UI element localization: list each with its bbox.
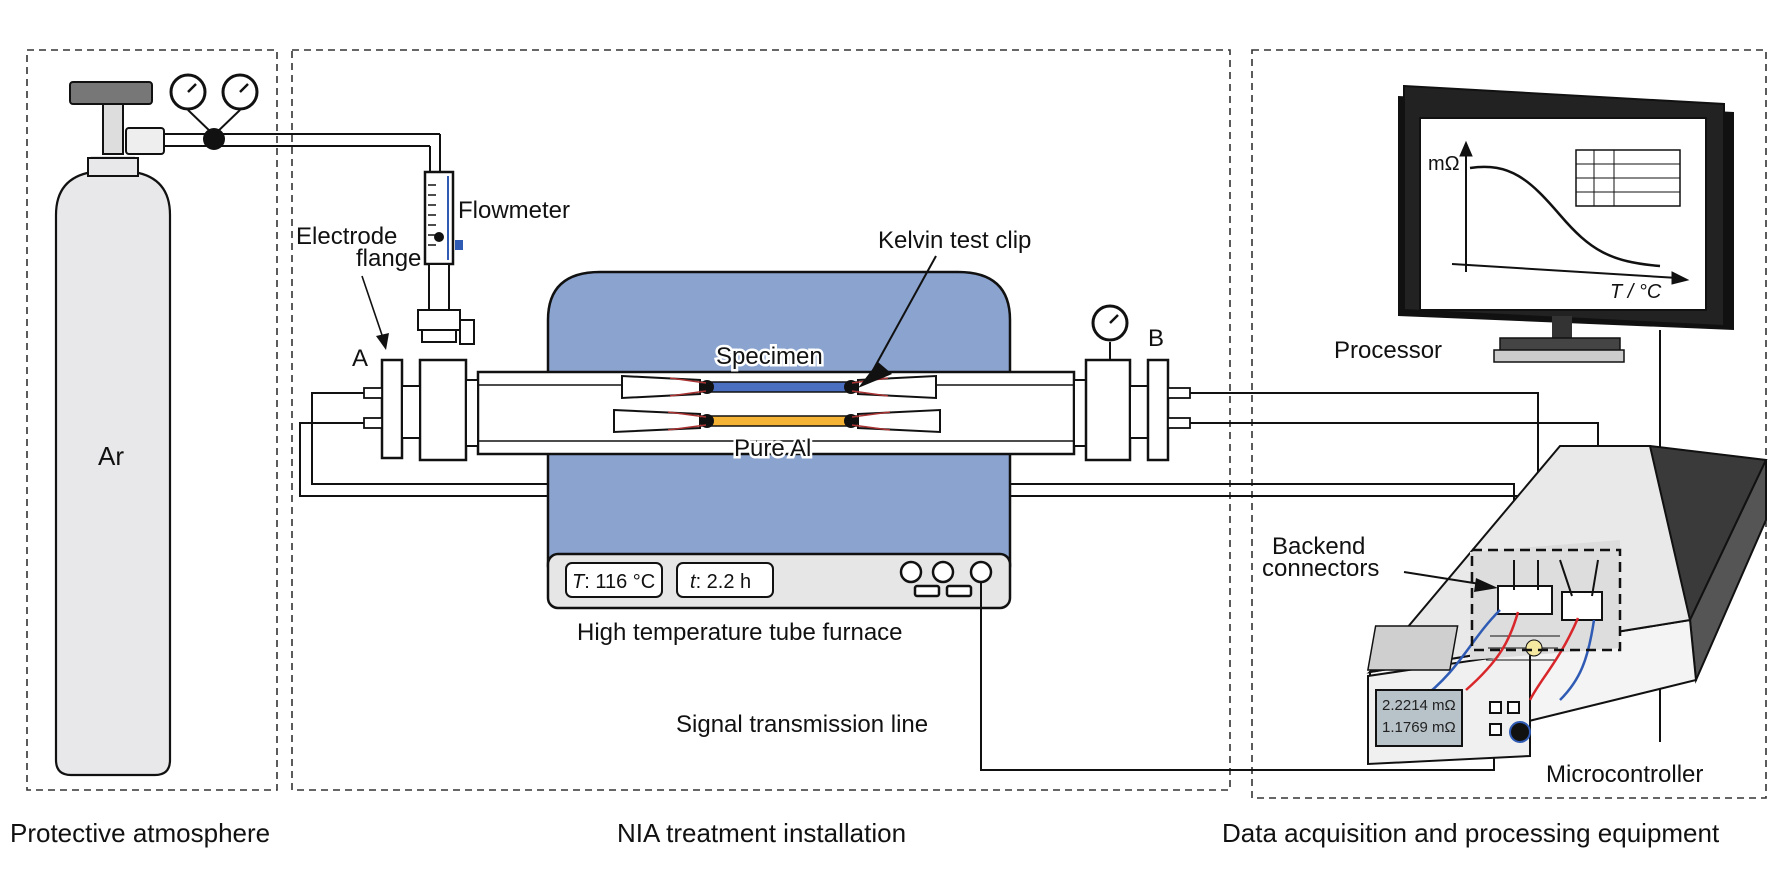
backend-connectors-arrowhead — [1474, 578, 1498, 592]
plot-y-label: mΩ — [1428, 153, 1460, 175]
microcontroller-interior — [1366, 445, 1692, 674]
resistance-plot — [1451, 140, 1690, 285]
connector-wire-drops — [1513, 559, 1599, 597]
microcontroller-readout-line2: 1.1769 mΩ — [1382, 719, 1456, 736]
kelvin-clip-arrowhead — [858, 362, 892, 388]
gas-valve-junction — [203, 128, 225, 150]
microcontroller-label: Microcontroller — [1546, 761, 1703, 788]
argon-cylinder — [54, 81, 172, 777]
time-display — [676, 562, 774, 598]
left-electrode-flange — [363, 358, 479, 462]
specimen-rod — [621, 374, 937, 400]
temperature-readout: T: 116 °C — [572, 571, 655, 593]
temperature-display — [565, 562, 663, 598]
electrode-flange-arrowhead — [376, 333, 389, 350]
right-electrode-flange — [1073, 304, 1191, 462]
processor-label: Processor — [1334, 337, 1442, 364]
nia-treatment-frame — [291, 49, 1231, 791]
end-a-label: A — [352, 345, 368, 372]
left-lead-wires — [299, 392, 548, 497]
protective-atmosphere-frame — [26, 49, 278, 791]
pure-al-rod — [613, 408, 941, 434]
plot-x-label: T / °C — [1610, 281, 1662, 303]
signal-transmission-line — [980, 582, 1495, 771]
kelvin-clip-label: Kelvin test clip — [878, 227, 1031, 254]
backend-connectors-label-line1: Backend — [1272, 533, 1365, 560]
signal-line-label: Signal transmission line — [676, 711, 928, 738]
electrode-flange-label-line2: flange — [356, 245, 421, 272]
section-label-nia-treatment: NIA treatment installation — [617, 818, 906, 848]
furnace-label: High temperature tube furnace — [577, 619, 903, 646]
pressure-gauge-icon — [169, 73, 259, 136]
microcontroller-display — [1375, 689, 1463, 747]
microcontroller-buttons — [1489, 701, 1520, 736]
furnace-knobs — [899, 560, 993, 598]
end-b-label: B — [1148, 325, 1164, 352]
monitor-icon — [1398, 84, 1734, 363]
backend-connectors-arrow — [1403, 571, 1481, 585]
kelvin-clip-arrow — [871, 255, 937, 373]
time-readout: t: 2.2 h — [690, 571, 751, 593]
furnace-control-panel — [546, 552, 1012, 610]
flowmeter-label: Flowmeter — [458, 197, 570, 224]
electrode-flange-arrow — [361, 275, 384, 339]
argon-label: Ar — [98, 441, 124, 471]
pure-al-label: Pure Al — [734, 435, 811, 462]
specimen-label: Specimen — [716, 343, 823, 370]
backend-connectors-label-line2: connectors — [1262, 555, 1379, 582]
section-label-data-acquisition: Data acquisition and processing equipmen… — [1222, 818, 1720, 848]
electrode-flange-label-line1: Electrode — [296, 223, 397, 250]
microcontroller-readout-line1: 2.2214 mΩ — [1382, 697, 1456, 714]
microcontroller-port — [1509, 721, 1531, 743]
section-label-protective-atmosphere: Protective atmosphere — [10, 818, 270, 848]
backend-connectors-highlight — [1470, 548, 1622, 652]
flowmeter-icon — [417, 170, 475, 345]
